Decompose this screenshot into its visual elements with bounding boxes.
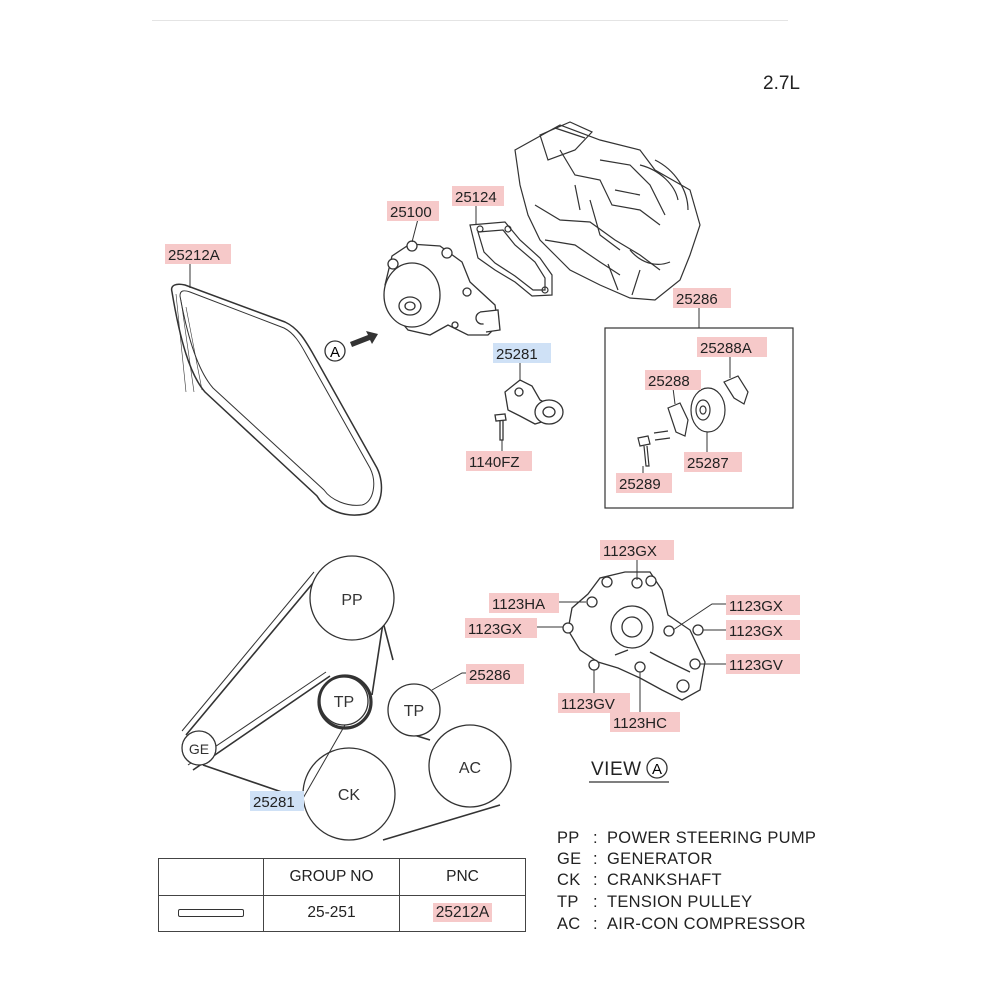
callout-25212A: 25212A [165,244,231,264]
parts-table: GROUP NO PNC 25-251 25212A [158,858,526,932]
table-header-row: GROUP NO PNC [158,858,526,896]
svg-text:1123GV: 1123GV [729,657,783,674]
table-header-group-no: GROUP NO [263,858,400,896]
legend-desc: AIR-CON COMPRESSOR [607,915,806,933]
table-cell-group-no: 25-251 [263,894,400,932]
svg-text:25286: 25286 [469,667,511,684]
callout-25281: 25281 [493,343,551,363]
legend-row: PP:POWER STEERING PUMP [557,829,817,847]
upper-leaders [189,205,731,473]
pulley-ge [181,730,217,766]
pulley-label-tp-right: TP [404,703,424,720]
svg-text:25286: 25286 [676,291,718,308]
svg-text:1123GX: 1123GX [729,598,783,615]
callout-1123GX-right-upper: 1123GX [726,595,800,615]
belt-icon [178,909,244,918]
pulley-label-ck: CK [338,787,361,804]
routing-pulleys [181,555,512,841]
tensioner-25281 [494,379,564,441]
svg-text:25281: 25281 [496,346,538,363]
callout-25287: 25287 [684,452,742,472]
svg-text:25124: 25124 [455,189,497,206]
table-cell-pnc: 25212A [399,894,526,932]
routing-leaders [301,672,466,801]
table-header-pnc: PNC [399,858,526,896]
callout-25286: 25286 [673,288,731,308]
svg-text:25281: 25281 [253,794,295,811]
legend-row: AC:AIR-CON COMPRESSOR [557,915,806,933]
callout-1123HC: 1123HC [610,712,680,732]
arrow-marker: A [330,344,340,361]
pulley-label-pp: PP [341,592,362,609]
view-a-leaders [535,557,728,712]
callout-1123GV-right: 1123GV [726,654,800,674]
pulley-ac [428,724,512,808]
legend-abbr: PP [557,829,580,847]
callout-1123GX-right: 1123GX [726,620,800,640]
belt-thumbnail [158,894,264,932]
idler-parts [637,375,749,467]
svg-text:25288A: 25288A [700,340,752,357]
svg-text:1123GX: 1123GX [603,543,657,560]
pnc-tag: 25212A [432,903,493,923]
legend-abbr: TP [557,893,579,911]
svg-text:1140FZ: 1140FZ [469,454,520,471]
callout-25289: 25289 [616,473,672,493]
table-header-icon-col [158,858,264,896]
legend-desc: POWER STEERING PUMP [607,829,817,847]
pulley-pp [309,555,395,641]
legend-desc: GENERATOR [607,850,713,868]
svg-text:25288: 25288 [648,373,690,390]
callout-25288A: 25288A [697,337,767,357]
legend-abbr: CK [557,871,581,889]
callout-25124: 25124 [452,186,504,206]
callout-1123HA: 1123HA [489,593,559,613]
engine-block [514,121,701,301]
view-a-title: A [589,757,669,783]
water-pump-25100 [383,240,501,336]
view-marker: A [652,761,662,778]
legend-desc: CRANKSHAFT [607,871,722,889]
legend-abbr: AC [557,915,581,933]
pulley-tp-left [319,676,369,726]
svg-text:1123GX: 1123GX [468,621,522,638]
svg-text:1123GX: 1123GX [729,623,783,640]
svg-text:1123HA: 1123HA [492,596,545,613]
view-a-pump [562,571,706,701]
legend-row: CK:CRANKSHAFT [557,871,722,889]
legend-desc: TENSION PULLEY [607,893,753,911]
callout-routing-25286: 25286 [466,664,524,684]
svg-text:1123GV: 1123GV [561,696,615,713]
callout-1140FZ: 1140FZ [466,451,532,471]
view-a-label: VIEW [591,759,642,780]
engine-label: 2.7L [763,73,800,94]
serpentine-belt-25212A [170,283,383,516]
svg-text:1123HC: 1123HC [613,715,667,732]
legend-row: GE:GENERATOR [557,850,713,868]
svg-text:25212A: 25212A [168,247,220,264]
legend-abbr: GE [557,850,582,868]
callout-1123GX-left: 1123GX [465,618,537,638]
callout-1123GX-top: 1123GX [600,540,674,560]
table-row: 25-251 25212A [158,894,526,932]
pulley-label-tp-left: TP [334,694,354,711]
pulley-label-ac: AC [459,760,481,777]
pulley-label-ge: GE [189,741,209,757]
routing-pulley-labels: PP TP TP GE CK AC [189,592,481,804]
pulley-tp-right [387,683,441,737]
svg-text:25289: 25289 [619,476,661,493]
callout-25288: 25288 [645,370,701,390]
gasket-25124 [469,221,553,297]
callout-25100: 25100 [387,201,439,221]
legend-row: TP:TENSION PULLEY [557,893,753,911]
callout-1123GV-bottom: 1123GV [558,693,630,713]
svg-text:25100: 25100 [390,204,432,221]
callout-routing-25281: 25281 [250,791,304,811]
svg-text:25287: 25287 [687,455,729,472]
top-rule [152,20,788,21]
view-arrow: A [324,331,378,362]
